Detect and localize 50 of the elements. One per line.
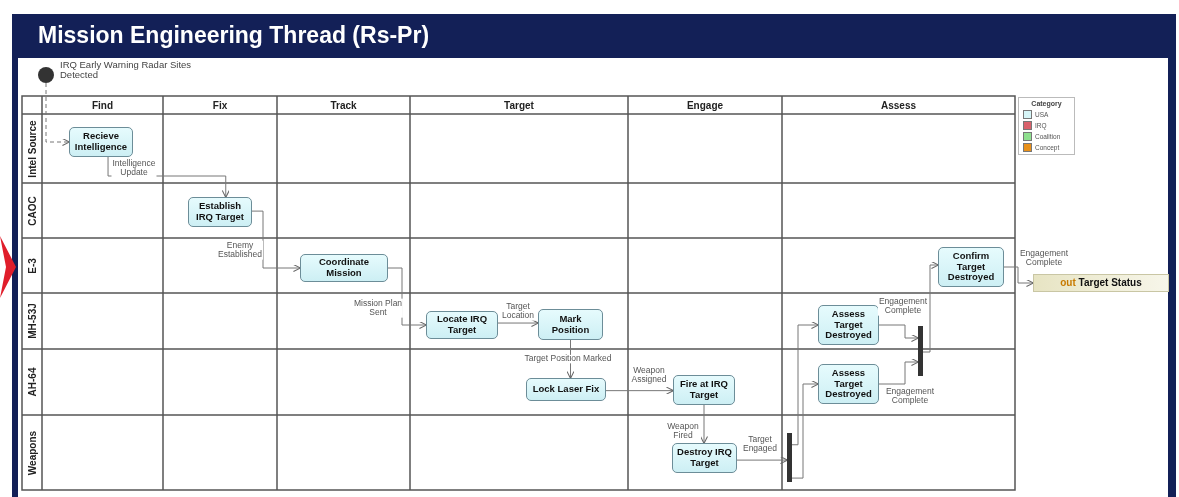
phase-header: Engage (686, 99, 724, 111)
lane-label: E-3 (26, 257, 38, 274)
arrow (922, 261, 939, 353)
sync-bar (918, 326, 923, 376)
action-box: Confirm Target Destroyed (938, 247, 1004, 287)
edge-label: Engagement Complete (877, 296, 929, 316)
edge-label: Mission Plan Sent (352, 298, 404, 318)
event-label: IRQ Early Warning Radar Sites Detected (60, 60, 192, 80)
phase-header: Fix (212, 99, 228, 111)
arrow (700, 404, 709, 444)
lane-label: Intel Source (26, 119, 38, 178)
dashed-arrow (45, 82, 70, 147)
arrow (605, 386, 674, 395)
edge-label: Target Position Marked (523, 354, 613, 364)
action-box: Coordinate Mission (300, 254, 388, 282)
arrow (878, 324, 919, 343)
arrow (736, 456, 788, 465)
title: Mission Engineering Thread (Rs-Pr) (38, 22, 430, 49)
edge-label: Target Engaged (742, 434, 778, 454)
output-pin: out Target Status (1033, 274, 1169, 292)
lane-label: Weapons (26, 430, 38, 475)
edge-label: Engagement Complete (884, 386, 936, 406)
phase-header: Track (330, 99, 357, 111)
arrow (791, 380, 819, 479)
action-box: Destroy IRQ Target (672, 443, 737, 473)
action-box: Recieve Intelligence (69, 127, 133, 157)
edge-label: Weapon Assigned (630, 365, 668, 385)
action-box: Fire at IRQ Target (673, 375, 735, 405)
arrow (878, 358, 919, 385)
arrow (1003, 266, 1034, 287)
phase-header: Assess (881, 99, 916, 111)
action-box: Establish IRQ Target (188, 197, 252, 227)
action-box: Lock Laser Fix (526, 378, 606, 401)
phase-header: Target (504, 99, 534, 111)
edge-label: Intelligence Update (111, 158, 157, 178)
edge-label: Engagement Complete (1018, 248, 1070, 268)
lane-label: CAOC (26, 195, 38, 226)
edge-label: Weapon Fired (666, 421, 700, 441)
action-box: Mark Position (538, 309, 603, 340)
edge-label: Target Location (500, 301, 536, 321)
arrow (497, 319, 539, 328)
lane-label: MH-53J (26, 303, 38, 339)
sync-bar (787, 433, 792, 482)
edge-label: Enemy Established (217, 240, 263, 260)
action-box: Locate IRQ Target (426, 311, 498, 339)
lane-label: AH-64 (26, 367, 38, 397)
action-box: Assess Target Destroyed (818, 364, 879, 404)
arrow (791, 321, 819, 446)
phase-header: Find (91, 99, 114, 111)
action-box: Assess Target Destroyed (818, 305, 879, 345)
